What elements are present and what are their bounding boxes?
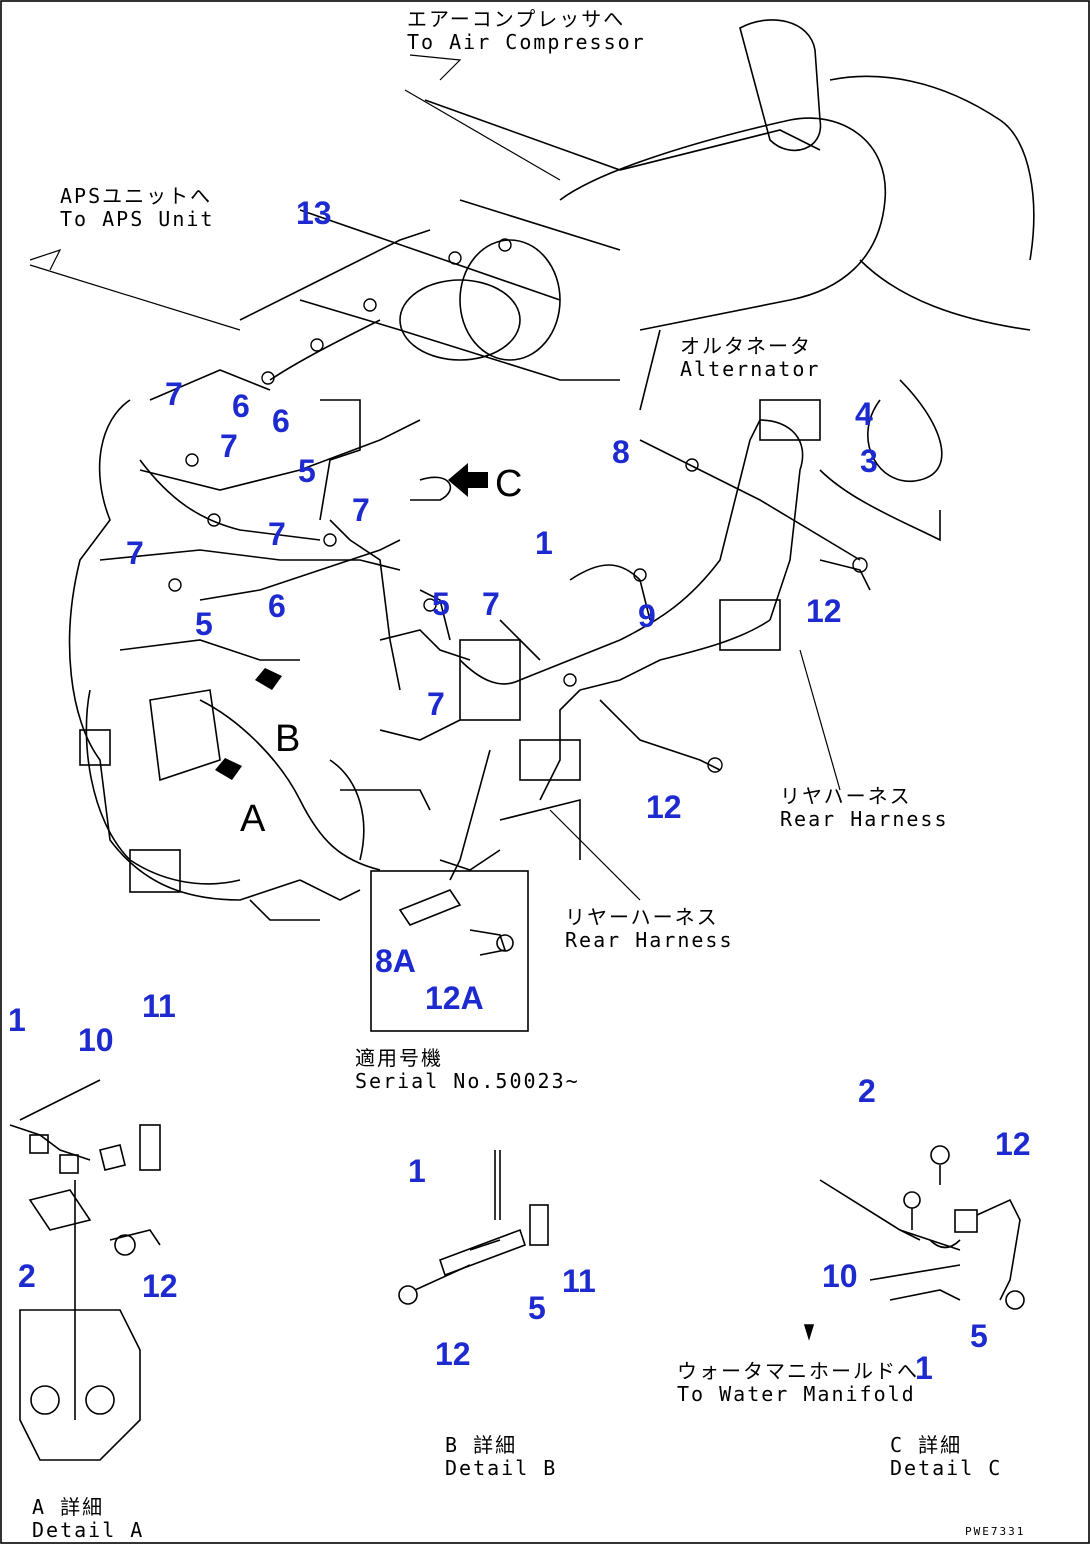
detail-b-caption-en: Detail B — [445, 1456, 558, 1480]
detail-b-caption-jp: B 詳細 — [445, 1433, 518, 1457]
detail-b-drawing — [398, 1150, 549, 1305]
callout-detail-c: 2 — [858, 1073, 876, 1109]
view-a-letter: A — [240, 798, 266, 840]
callout-detail-b: 1 — [408, 1153, 426, 1189]
view-c-letter: C — [495, 463, 523, 505]
drawing-code: PWE7331 — [965, 1525, 1026, 1538]
detail-c-caption-jp: C 詳細 — [890, 1433, 963, 1457]
leader-lines — [29, 54, 841, 901]
callout-detail-c: 12 — [995, 1126, 1031, 1162]
harness-routing — [139, 399, 871, 881]
view-b-letter: B — [275, 718, 301, 760]
alternator-label-en: Alternator — [680, 357, 821, 381]
callout-detail-a: 11 — [142, 988, 176, 1024]
water-manifold-label-en: To Water Manifold — [677, 1382, 916, 1406]
callout-main: 6 — [268, 588, 286, 624]
callout-main: 8 — [612, 434, 630, 470]
detail-b-caption: B 詳細 Detail B — [445, 1434, 557, 1480]
callout-detail-c: 10 — [822, 1258, 858, 1294]
callout-detail-b: 11 — [562, 1263, 596, 1299]
rear-harness-right-label-jp: リヤハーネス — [780, 784, 912, 808]
water-manifold-label-jp: ウォータマニホールドへ — [677, 1359, 919, 1383]
callout-main: 4 — [855, 396, 873, 432]
water-manifold-label: ウォータマニホールドへ To Water Manifold — [677, 1360, 919, 1406]
rear-harness-bottom-label-jp: リヤーハーネス — [565, 905, 719, 929]
callout-main: 6 — [232, 388, 250, 424]
callout-main: 5 — [432, 586, 450, 622]
serial-label-en: Serial No.50023~ — [355, 1069, 580, 1093]
callout-main: 9 — [638, 598, 656, 634]
callout-main: 5 — [298, 453, 316, 489]
air-compressor-label-jp: エアーコンプレッサへ — [407, 7, 626, 31]
detail-c-caption-en: Detail C — [890, 1456, 1003, 1480]
detail-c-caption: C 詳細 Detail C — [890, 1434, 1002, 1480]
callout-detail-a: 2 — [18, 1258, 36, 1294]
air-compressor-label-en: To Air Compressor — [407, 30, 646, 54]
callout-main: 7 — [427, 686, 445, 722]
callout-detail-a: 10 — [78, 1022, 114, 1058]
rear-harness-right-label-en: Rear Harness — [780, 807, 949, 831]
callout-main: 3 — [860, 443, 878, 479]
callout-main: 1 — [535, 525, 553, 561]
callout-main: 12 — [806, 593, 842, 629]
callout-detail-c: 5 — [970, 1318, 988, 1354]
aps-unit-label-jp: APSユニットへ — [60, 184, 213, 208]
clamps — [168, 238, 868, 773]
callout-detail-b: 5 — [528, 1290, 546, 1326]
callout-main: 7 — [220, 428, 238, 464]
rear-harness-right-label: リヤハーネス Rear Harness — [780, 785, 949, 831]
serial-label: 適用号機 Serial No.50023~ — [355, 1047, 580, 1093]
serial-inset — [370, 870, 529, 1032]
detail-a-caption-jp: A 詳細 — [32, 1495, 105, 1519]
callout-detail-c: 1 — [915, 1350, 933, 1386]
detail-a-drawing — [9, 1079, 161, 1461]
alternator-label: オルタネータ Alternator — [680, 335, 820, 381]
callout-main: 7 — [482, 586, 500, 622]
engine-block — [68, 369, 461, 921]
callout-serial-inset: 8A — [375, 943, 416, 979]
callout-main: 7 — [352, 492, 370, 528]
callout-main: 7 — [165, 376, 183, 412]
view-arrows — [215, 463, 488, 780]
callout-detail-a: 12 — [142, 1268, 178, 1304]
aps-unit-label-en: To APS Unit — [60, 207, 215, 231]
detail-c-drawing — [803, 1145, 1025, 1341]
callout-main: 12 — [646, 789, 682, 825]
callout-main: 7 — [126, 535, 144, 571]
callout-main: 13 — [296, 195, 332, 231]
fan-blades — [739, 19, 1035, 542]
detail-a-caption: A 詳細 Detail A — [32, 1496, 144, 1542]
air-compressor-label: エアーコンプレッサへ To Air Compressor — [407, 8, 646, 54]
rear-harness-bottom-label-en: Rear Harness — [565, 928, 734, 952]
detail-a-caption-en: Detail A — [32, 1518, 145, 1542]
rear-harness-bottom-label: リヤーハーネス Rear Harness — [565, 906, 734, 952]
serial-label-jp: 適用号機 — [355, 1046, 443, 1070]
alternator-label-jp: オルタネータ — [680, 334, 812, 358]
callout-main: 6 — [272, 403, 290, 439]
callout-detail-b: 12 — [435, 1336, 471, 1372]
callout-serial-inset: 12A — [425, 980, 484, 1016]
callout-main: 7 — [268, 516, 286, 552]
callout-detail-a: 1 — [8, 1002, 26, 1038]
aps-unit-label: APSユニットへ To APS Unit — [60, 185, 214, 231]
callout-main: 5 — [195, 606, 213, 642]
